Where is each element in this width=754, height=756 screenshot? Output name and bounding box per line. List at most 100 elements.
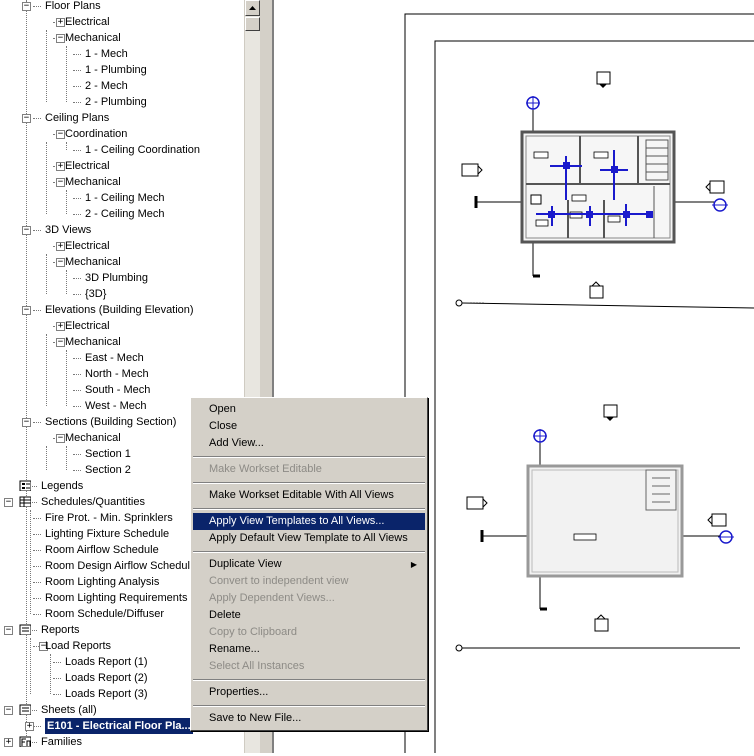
menu-item-open[interactable]: Open (193, 401, 425, 418)
menu-item-make-workset-editable-with-all-views[interactable]: Make Workset Editable With All Views (193, 487, 425, 504)
collapse-icon[interactable]: − (56, 337, 65, 347)
menu-item-delete[interactable]: Delete (193, 607, 425, 624)
tree-connector (73, 70, 81, 71)
tree-item[interactable]: Loads Report (1) (0, 654, 244, 670)
menu-item-duplicate-view[interactable]: Duplicate View▶ (193, 556, 425, 573)
collapse-icon[interactable]: − (56, 177, 65, 187)
tree-item[interactable]: Room Lighting Requirements (0, 590, 244, 606)
expand-icon[interactable]: + (56, 17, 65, 27)
tree-item[interactable]: Fire Prot. - Min. Sprinklers (0, 510, 244, 526)
expand-icon[interactable]: + (56, 241, 65, 251)
tree-item[interactable]: 2 - Plumbing (0, 94, 244, 110)
tree-item[interactable]: North - Mech (0, 366, 244, 382)
tree-item[interactable]: Room Design Airflow Schedule (0, 558, 244, 574)
menu-item-add-view[interactable]: Add View... (193, 435, 425, 452)
tree-item[interactable]: + Families (0, 734, 244, 750)
tree-guide-line (66, 270, 67, 294)
tree-item[interactable]: +Electrical (0, 158, 244, 174)
collapse-icon[interactable]: − (39, 641, 48, 651)
tree-item[interactable]: −Schedules/Quantities (0, 494, 244, 510)
collapse-icon[interactable]: − (22, 113, 31, 123)
expand-icon[interactable]: + (25, 721, 34, 731)
tree-item[interactable]: 1 - Ceiling Mech (0, 190, 244, 206)
scroll-up-button[interactable] (245, 0, 260, 16)
menu-item-save-to-new-file[interactable]: Save to New File... (193, 710, 425, 727)
tree-item[interactable]: 2 - Mech (0, 78, 244, 94)
tree-item[interactable]: Legends (0, 478, 244, 494)
tree-item[interactable]: −Mechanical (0, 334, 244, 350)
expand-icon[interactable]: + (4, 737, 13, 747)
tree-guide-line (46, 334, 47, 406)
tree-item[interactable]: South - Mech (0, 382, 244, 398)
expand-icon[interactable]: + (56, 321, 65, 331)
section-head-right-2-icon (718, 530, 734, 544)
collapse-icon[interactable]: − (56, 129, 65, 139)
menu-item-label: Duplicate View (209, 558, 282, 570)
tree-item[interactable]: 1 - Plumbing (0, 62, 244, 78)
tree-item[interactable]: Room Schedule/Diffuser (0, 606, 244, 622)
tree-item-label: Electrical (65, 160, 110, 172)
tree-item[interactable]: −Sheets (all) (0, 702, 244, 718)
tree-item-label: Mechanical (65, 256, 121, 268)
tree-item[interactable]: Section 2 (0, 462, 244, 478)
expand-icon[interactable]: + (56, 161, 65, 171)
tree-item[interactable]: −Reports (0, 622, 244, 638)
tree-item[interactable]: East - Mech (0, 350, 244, 366)
tree-item-label: Floor Plans (45, 0, 101, 12)
collapse-icon[interactable]: − (22, 417, 31, 427)
tree-item[interactable]: −Mechanical (0, 430, 244, 446)
collapse-icon[interactable]: − (22, 225, 31, 235)
tree-item-label: Lighting Fixture Schedule (45, 528, 170, 540)
collapse-icon[interactable]: − (56, 433, 65, 443)
menu-item-close[interactable]: Close (193, 418, 425, 435)
tree-item[interactable]: − Floor Plans (0, 0, 244, 14)
collapse-icon[interactable]: − (22, 1, 31, 11)
collapse-icon[interactable]: − (56, 257, 65, 267)
tree-item[interactable]: Lighting Fixture Schedule (0, 526, 244, 542)
tree-item[interactable]: West - Mech (0, 398, 244, 414)
tree-item[interactable]: +Electrical (0, 318, 244, 334)
tree-item-selected[interactable]: +E101 - Electrical Floor Pla... (0, 718, 244, 734)
tree-item[interactable]: −Mechanical (0, 30, 244, 46)
tree-item[interactable]: 1 - Mech (0, 46, 244, 62)
tree-item[interactable]: Loads Report (2) (0, 670, 244, 686)
tree-connector (33, 230, 41, 231)
tree-connector (33, 598, 41, 599)
tree-item[interactable]: −Mechanical (0, 174, 244, 190)
menu-item-apply-default-view-template-to-all-views[interactable]: Apply Default View Template to All Views (193, 530, 425, 547)
sheet-outer-border (404, 13, 754, 756)
tree-item[interactable]: Room Lighting Analysis (0, 574, 244, 590)
scroll-up-arrow-icon (249, 6, 256, 10)
scroll-thumb[interactable] (245, 17, 260, 31)
tree-item-label: West - Mech (85, 400, 147, 412)
tree-item[interactable]: −Elevations (Building Elevation) (0, 302, 244, 318)
tree-item[interactable]: 1 - Ceiling Coordination (0, 142, 244, 158)
tree-item[interactable]: Loads Report (3) (0, 686, 244, 702)
tree-item[interactable]: −Coordination (0, 126, 244, 142)
tree-item[interactable]: Section 1 (0, 446, 244, 462)
tree-item[interactable]: −Mechanical (0, 254, 244, 270)
tree-item-label: Families (41, 736, 82, 748)
tree-item[interactable]: − Ceiling Plans (0, 110, 244, 126)
menu-item-apply-view-templates-to-all-views[interactable]: Apply View Templates to All Views... (193, 513, 425, 530)
tree-connector (33, 646, 41, 647)
menu-item-properties[interactable]: Properties... (193, 684, 425, 701)
tree-item[interactable]: +Electrical (0, 14, 244, 30)
tree-connector (29, 710, 37, 711)
collapse-icon[interactable]: − (4, 705, 13, 715)
collapse-icon[interactable]: − (4, 625, 13, 635)
tree-item[interactable]: 2 - Ceiling Mech (0, 206, 244, 222)
menu-item-rename[interactable]: Rename... (193, 641, 425, 658)
tree-item[interactable]: Room Airflow Schedule (0, 542, 244, 558)
tree-item[interactable]: 3D Plumbing (0, 270, 244, 286)
tree-item-label: Ceiling Plans (45, 112, 110, 124)
tree-item[interactable]: −3D Views (0, 222, 244, 238)
collapse-icon[interactable]: − (4, 497, 13, 507)
tree-item[interactable]: +Electrical (0, 238, 244, 254)
tree-item[interactable]: {3D} (0, 286, 244, 302)
collapse-icon[interactable]: − (22, 305, 31, 315)
tree-item[interactable]: −Load Reports (0, 638, 244, 654)
tree-connector (73, 54, 81, 55)
tree-item[interactable]: −Sections (Building Section) (0, 414, 244, 430)
collapse-icon[interactable]: − (56, 33, 65, 43)
